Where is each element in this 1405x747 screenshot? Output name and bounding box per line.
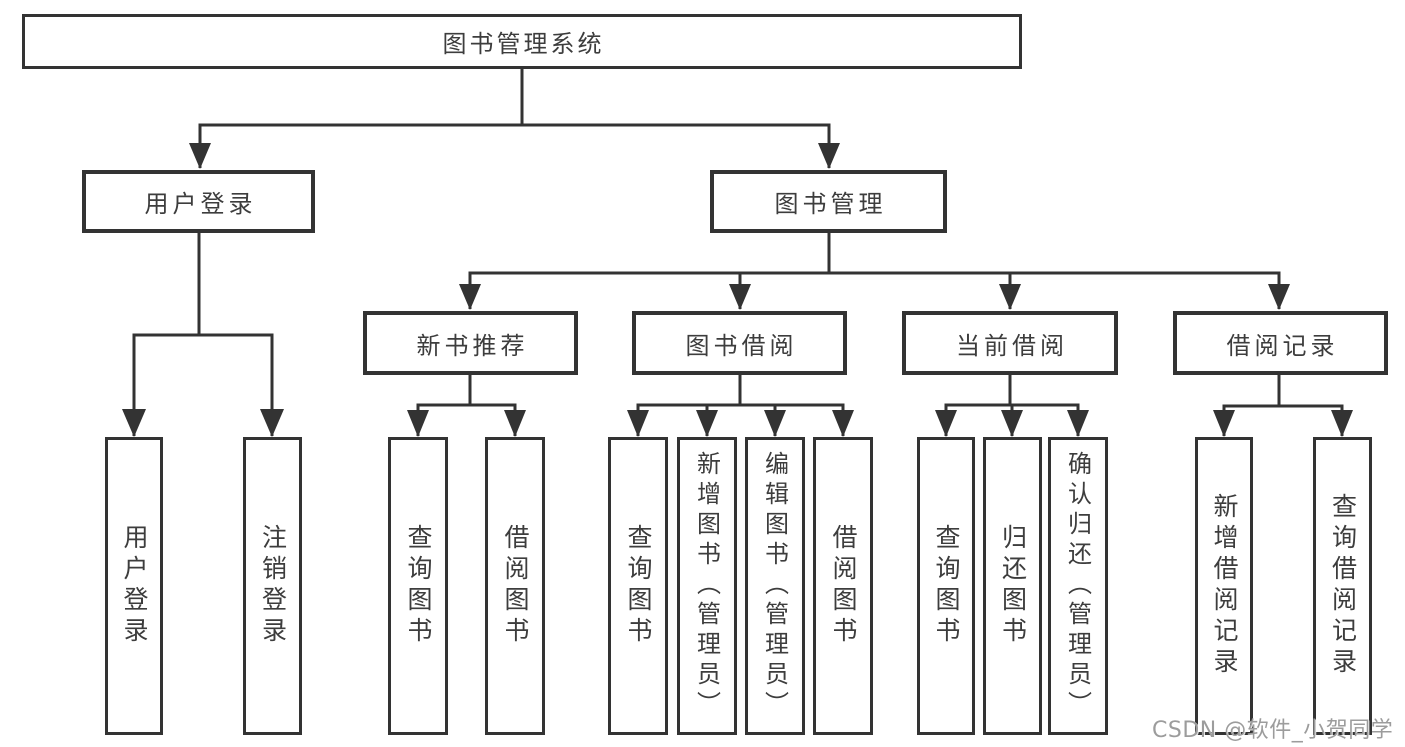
node-user-login: 用户登录	[82, 170, 315, 233]
arrow-down-icon	[189, 143, 211, 169]
leaf-query-books-recommend: 查询图书	[388, 437, 448, 735]
node-book-management-label: 图书管理	[774, 190, 887, 218]
node-book-borrowing-label: 图书借阅	[685, 331, 798, 360]
arrow-down-icon	[459, 284, 481, 310]
leaf-add-books-admin: 新增图书（管理员）	[677, 437, 737, 735]
arrow-down-icon	[407, 410, 429, 437]
leaf-add-books-admin-label: 新增图书（管理员）	[692, 451, 721, 721]
leaf-return-books-label: 归还图书	[998, 524, 1028, 648]
connector-borrow-records-branch	[1222, 375, 1344, 436]
node-user-login-label: 用户登录	[144, 190, 257, 218]
connector-book-borrowing-branch	[636, 375, 845, 436]
leaf-query-books-current-label: 查询图书	[932, 524, 961, 648]
leaf-borrow-books-borrowing: 借阅图书	[813, 437, 873, 735]
leaf-query-books-borrowing-label: 查询图书	[624, 524, 653, 648]
leaf-user-login-label: 用户登录	[120, 524, 149, 648]
arrow-down-icon	[999, 284, 1021, 310]
leaf-user-login: 用户登录	[105, 437, 163, 735]
node-current-borrowing-label: 当前借阅	[956, 331, 1068, 360]
leaf-confirm-return-admin: 确认归还（管理员）	[1048, 437, 1108, 735]
arrow-down-icon	[696, 410, 718, 437]
connector-current-borrowing-branch	[944, 375, 1080, 436]
leaf-return-books: 归还图书	[983, 437, 1042, 735]
leaf-query-books-recommend-label: 查询图书	[404, 524, 433, 648]
leaf-add-borrow-record: 新增借阅记录	[1195, 437, 1253, 735]
arrow-down-icon	[1331, 410, 1353, 437]
connector-root-to-level2	[198, 69, 831, 168]
arrow-down-icon	[122, 409, 146, 437]
leaf-borrow-books-borrowing-label: 借阅图书	[829, 524, 858, 648]
node-root: 图书管理系统	[22, 14, 1022, 69]
arrow-down-icon	[260, 409, 284, 437]
leaf-edit-books-admin: 编辑图书（管理员）	[745, 437, 805, 735]
arrow-down-icon	[764, 410, 786, 437]
leaf-add-borrow-record-label: 新增借阅记录	[1210, 493, 1239, 679]
leaf-query-books-current: 查询图书	[917, 437, 975, 735]
csdn-watermark: CSDN @软件_小贺同学	[1152, 718, 1394, 743]
leaf-query-borrow-record: 查询借阅记录	[1313, 437, 1372, 735]
arrow-down-icon	[1268, 284, 1290, 310]
node-book-management: 图书管理	[710, 170, 947, 233]
arrow-down-icon	[935, 410, 957, 437]
connector-user-login-branch	[132, 233, 274, 436]
leaf-logout-label: 注销登录	[258, 524, 288, 648]
connector-book-management-branch	[468, 233, 1281, 309]
leaf-query-books-borrowing: 查询图书	[608, 437, 668, 735]
arrow-down-icon	[832, 410, 854, 437]
leaf-edit-books-admin-label: 编辑图书（管理员）	[760, 451, 789, 721]
arrow-down-icon	[729, 284, 751, 310]
arrow-down-icon	[504, 410, 526, 437]
arrow-down-icon	[1213, 410, 1235, 437]
node-new-book-recommendation: 新书推荐	[363, 311, 578, 375]
connector-new-book-branch	[416, 375, 517, 436]
node-book-borrowing: 图书借阅	[632, 311, 847, 375]
arrow-down-icon	[1001, 410, 1023, 437]
leaf-confirm-return-admin-label: 确认归还（管理员）	[1063, 451, 1092, 721]
node-borrowing-records: 借阅记录	[1173, 311, 1388, 375]
leaf-borrow-books-recommend-label: 借阅图书	[501, 524, 530, 648]
leaf-query-borrow-record-label: 查询借阅记录	[1328, 493, 1358, 679]
node-root-label: 图书管理系统	[442, 30, 605, 58]
node-borrowing-records-label: 借阅记录	[1226, 331, 1339, 360]
leaf-logout: 注销登录	[243, 437, 302, 735]
arrow-down-icon	[627, 410, 649, 437]
node-new-book-recommendation-label: 新书推荐	[416, 331, 529, 360]
leaf-borrow-books-recommend: 借阅图书	[485, 437, 545, 735]
arrow-down-icon	[818, 143, 840, 169]
arrow-down-icon	[1067, 410, 1089, 437]
node-current-borrowing: 当前借阅	[902, 311, 1118, 375]
